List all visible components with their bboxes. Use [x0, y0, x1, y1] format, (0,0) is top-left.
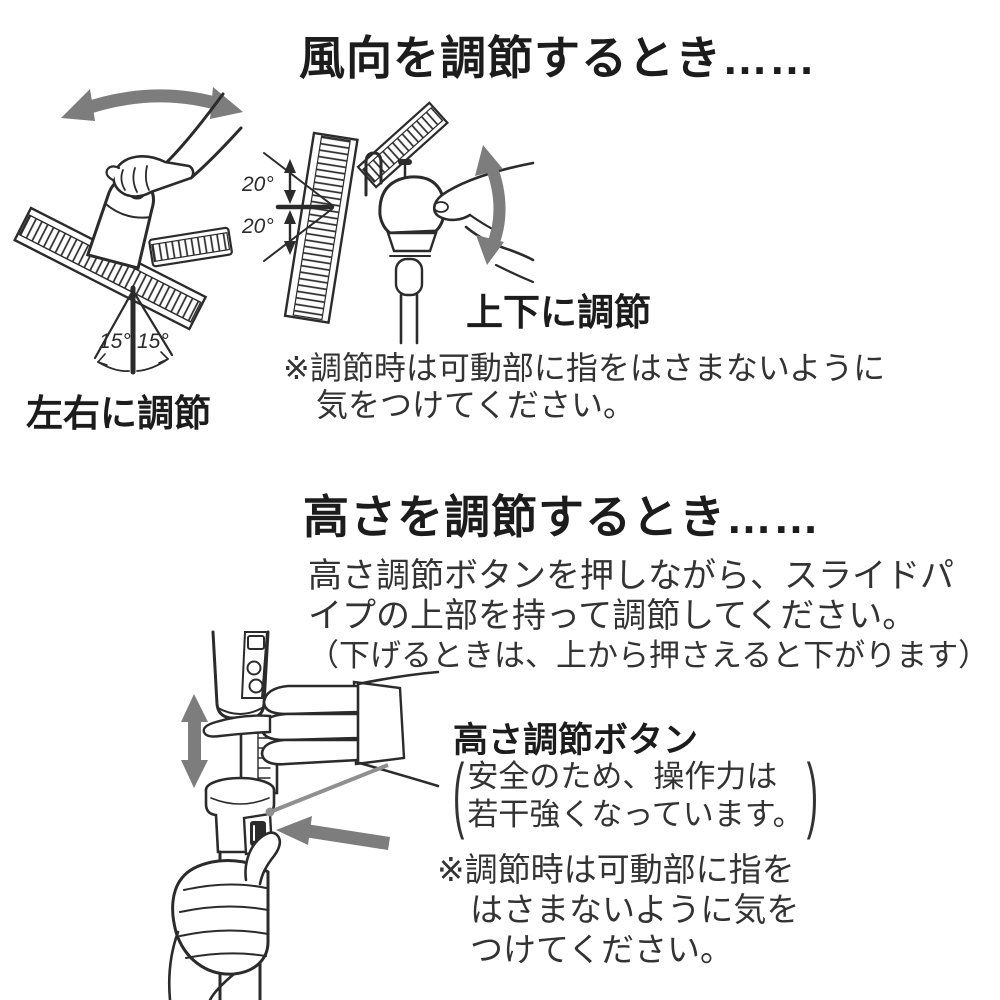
height-instruction: 高さ調節ボタンを押しながら、スライドパ イプの上部を持って調節してください。 （…: [308, 556, 989, 676]
page-title-height: 高さを調節するとき……: [303, 491, 820, 543]
button-leader-line: [265, 763, 389, 817]
page-title-wind: 風向を調節するとき……: [299, 32, 816, 84]
illustration-swivel-left-right: 15° 15°: [13, 87, 243, 375]
press-button-arrow-icon: [276, 816, 390, 850]
tilt-angle-indicator: [263, 152, 335, 262]
swivel-angle-right-label: 15°: [137, 330, 169, 353]
tilt-arc-arrow-icon: [475, 145, 506, 265]
illustration-tilt-up-down: 20° 20°: [241, 101, 535, 345]
wind-caution-note: ※調節時は可動部に指をはさまないように 気をつけてください。: [283, 350, 885, 424]
note-line: ※調節時は可動部に指をはさまないように: [283, 350, 886, 386]
height-button-label: 高さ調節ボタン: [453, 721, 699, 760]
tilt-angle-up-label: 20°: [241, 173, 274, 196]
note-line: ※調節時は可動部に指を: [437, 851, 795, 888]
height-caution-note: ※調節時は可動部に指を はさまないように気を つけてください。: [437, 850, 799, 970]
note-line: つけてください。: [470, 931, 734, 968]
swivel-arc-arrow-icon: [61, 87, 243, 121]
tilt-angle-down-label: 20°: [241, 215, 274, 238]
tilt-fan-drawing: [263, 101, 535, 345]
swivel-fan-drawing: [13, 92, 243, 375]
button-note-line: 安全のため、操作力は: [467, 759, 778, 794]
height-adjust-drawing: [167, 630, 440, 1000]
swivel-angle-left-label: 15°: [99, 330, 131, 353]
height-button-note: ( 安全のため、操作力は 若干強くなっています。 ): [450, 748, 821, 841]
big-paren-close: ): [806, 748, 819, 842]
instruction-line: イプの上部を持って調節してください。: [308, 597, 917, 635]
note-line: 気をつけてください。: [316, 387, 636, 423]
swivel-label: 左右に調節: [26, 393, 211, 434]
instruction-line: 高さ調節ボタンを押しながら、スライドパ: [308, 557, 954, 595]
instruction-line: （下げるときは、上から押さえると下がります）: [308, 638, 990, 673]
button-note-line: 若干強くなっています。: [467, 797, 804, 832]
illustration-height-adjust: [167, 630, 440, 1000]
height-up-down-arrow-icon: [181, 694, 208, 788]
big-paren-open: (: [453, 748, 465, 842]
tilt-label: 上下に調節: [466, 292, 651, 333]
note-line: はさまないように気を: [470, 891, 800, 928]
